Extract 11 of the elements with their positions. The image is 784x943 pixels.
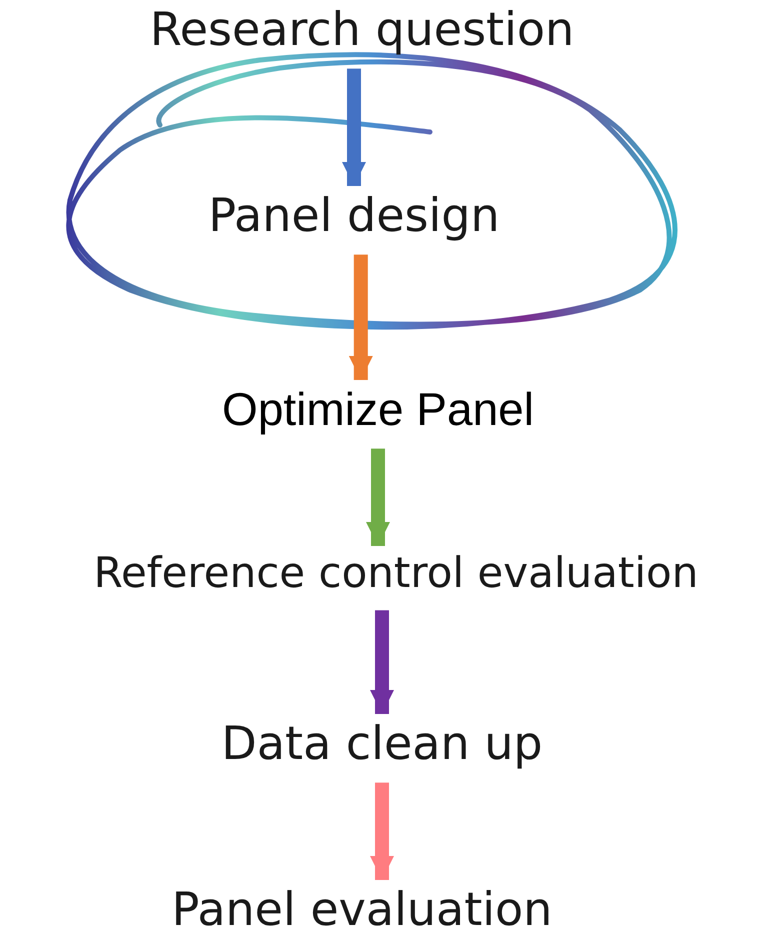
- arrow: [342, 68, 366, 186]
- step-label: Panel design: [208, 190, 500, 241]
- arrow: [366, 448, 390, 546]
- step-label: Research question: [150, 4, 574, 55]
- arrow: [370, 782, 394, 880]
- step-label: Reference control evaluation: [94, 550, 698, 596]
- arrow: [348, 254, 373, 380]
- step-label: Panel evaluation: [172, 884, 552, 935]
- step-label: Data clean up: [221, 718, 543, 769]
- step-label: Optimize Panel: [222, 384, 534, 435]
- arrow: [370, 610, 394, 714]
